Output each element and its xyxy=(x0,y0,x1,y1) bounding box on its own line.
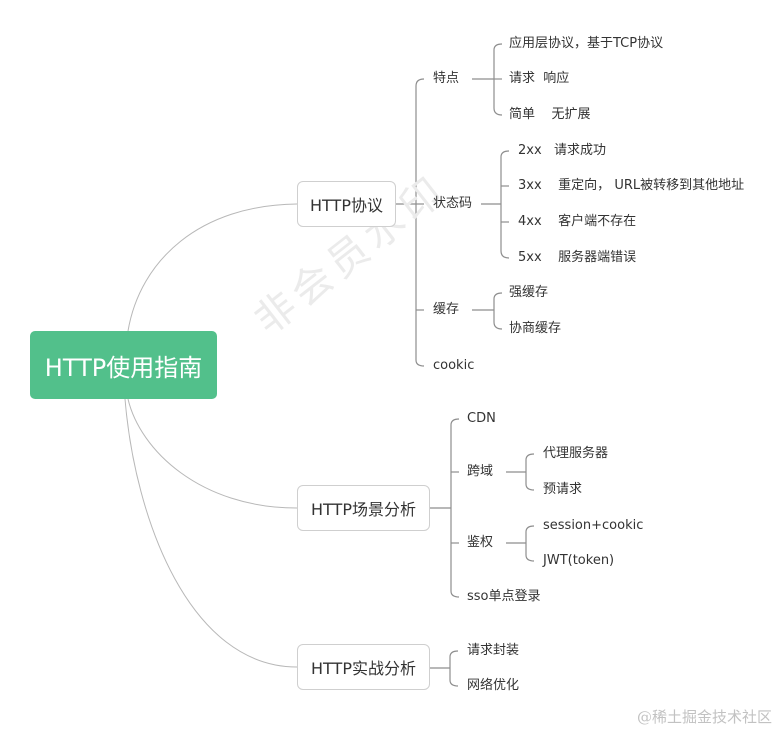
node-jwt[interactable]: JWT(token) xyxy=(543,553,615,568)
node-preflight[interactable]: 预请求 xyxy=(543,482,583,497)
node-proxy-server[interactable]: 代理服务器 xyxy=(543,446,609,461)
node-status-codes[interactable]: 状态码 xyxy=(433,196,473,211)
root-node[interactable]: HTTP使用指南 xyxy=(30,331,217,399)
branch-label: HTTP场景分析 xyxy=(311,500,416,519)
node-cookic[interactable]: cookic xyxy=(433,358,475,373)
node-session-cookic[interactable]: session+cookic xyxy=(543,518,644,533)
branch-node-http-protocol[interactable]: HTTP协议 xyxy=(297,181,396,227)
node-status-5xx[interactable]: 5xx 服务器端错误 xyxy=(518,250,637,265)
node-negotiated-cache[interactable]: 协商缓存 xyxy=(509,321,562,336)
branch-node-http-scenarios[interactable]: HTTP场景分析 xyxy=(297,485,430,531)
branch-node-http-practice[interactable]: HTTP实战分析 xyxy=(297,644,430,690)
node-features[interactable]: 特点 xyxy=(433,71,460,86)
node-request-wrapper[interactable]: 请求封装 xyxy=(467,643,520,658)
node-status-4xx[interactable]: 4xx 客户端不存在 xyxy=(518,214,637,229)
node-cdn[interactable]: CDN xyxy=(467,411,496,426)
node-status-2xx[interactable]: 2xx 请求成功 xyxy=(518,143,607,158)
node-cache[interactable]: 缓存 xyxy=(433,302,460,317)
node-feature-item[interactable]: 应用层协议，基于TCP协议 xyxy=(509,36,664,51)
branch-label: HTTP协议 xyxy=(310,196,383,215)
branch-label: HTTP实战分析 xyxy=(311,659,416,678)
node-status-3xx[interactable]: 3xx 重定向， URL被转移到其他地址 xyxy=(518,178,745,193)
credit-watermark: @稀土掘金技术社区 xyxy=(636,708,772,726)
node-feature-item[interactable]: 请求 响应 xyxy=(509,71,570,86)
node-sso[interactable]: sso单点登录 xyxy=(467,589,541,604)
node-cors[interactable]: 跨域 xyxy=(467,464,494,479)
node-strong-cache[interactable]: 强缓存 xyxy=(509,285,549,300)
node-auth[interactable]: 鉴权 xyxy=(467,535,494,550)
node-feature-item[interactable]: 简单 无扩展 xyxy=(509,107,591,122)
root-node-label: HTTP使用指南 xyxy=(44,353,203,382)
node-network-optimization[interactable]: 网络优化 xyxy=(467,678,520,693)
